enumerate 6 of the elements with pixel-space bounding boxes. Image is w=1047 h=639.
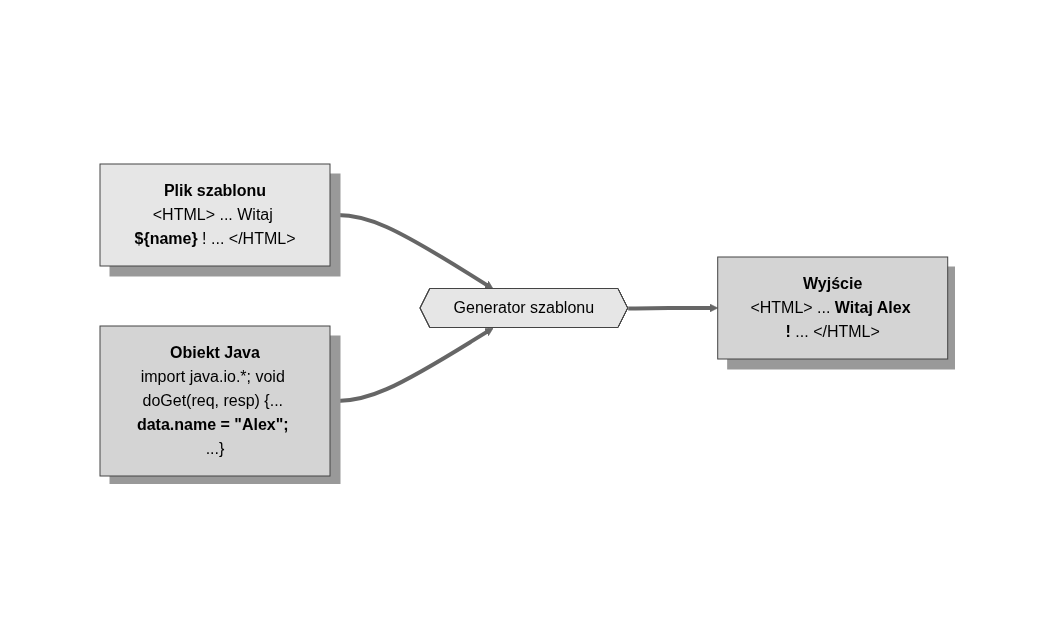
arrow (329, 327, 494, 403)
arrow (627, 303, 718, 312)
node-box: Plik szablonu <HTML> ... Witaj ${name} ! ... </HTML> (99, 163, 331, 266)
node-box: Wyjście <HTML> ... Witaj Alex ! ... </HTML> (716, 256, 948, 359)
node-box: Obiekt Java import java.io.*; void doGet(req, resp) {... data.name = "Alex"; ...} (99, 325, 331, 476)
arrow (329, 212, 494, 289)
